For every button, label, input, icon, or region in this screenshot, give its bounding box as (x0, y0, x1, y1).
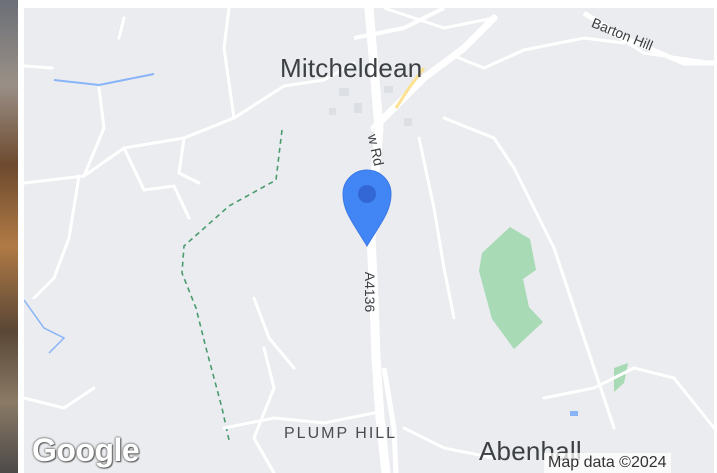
google-logo[interactable]: Google (32, 432, 140, 468)
street-view-photo-edge (0, 0, 18, 473)
place-label-plump-hill: PLUMP HILL (284, 425, 398, 442)
stream (53, 73, 155, 87)
place-label-mitcheldean: Mitcheldean (280, 53, 423, 83)
park-area-small (614, 363, 628, 392)
road-label-a4136: A4136 (362, 271, 379, 313)
location-pin-icon[interactable] (342, 169, 392, 247)
road-barton-hill (582, 10, 714, 66)
stream-west (24, 299, 66, 354)
map-attribution[interactable]: Map data ©2024 (544, 453, 671, 473)
pond (570, 411, 578, 416)
map-view[interactable]: Mitcheldean Barton Hill w Rd A4136 PLUMP… (24, 8, 714, 473)
footpath (181, 129, 283, 441)
yellow-road (394, 67, 426, 109)
park-area (479, 227, 543, 349)
map-canvas (24, 8, 714, 473)
